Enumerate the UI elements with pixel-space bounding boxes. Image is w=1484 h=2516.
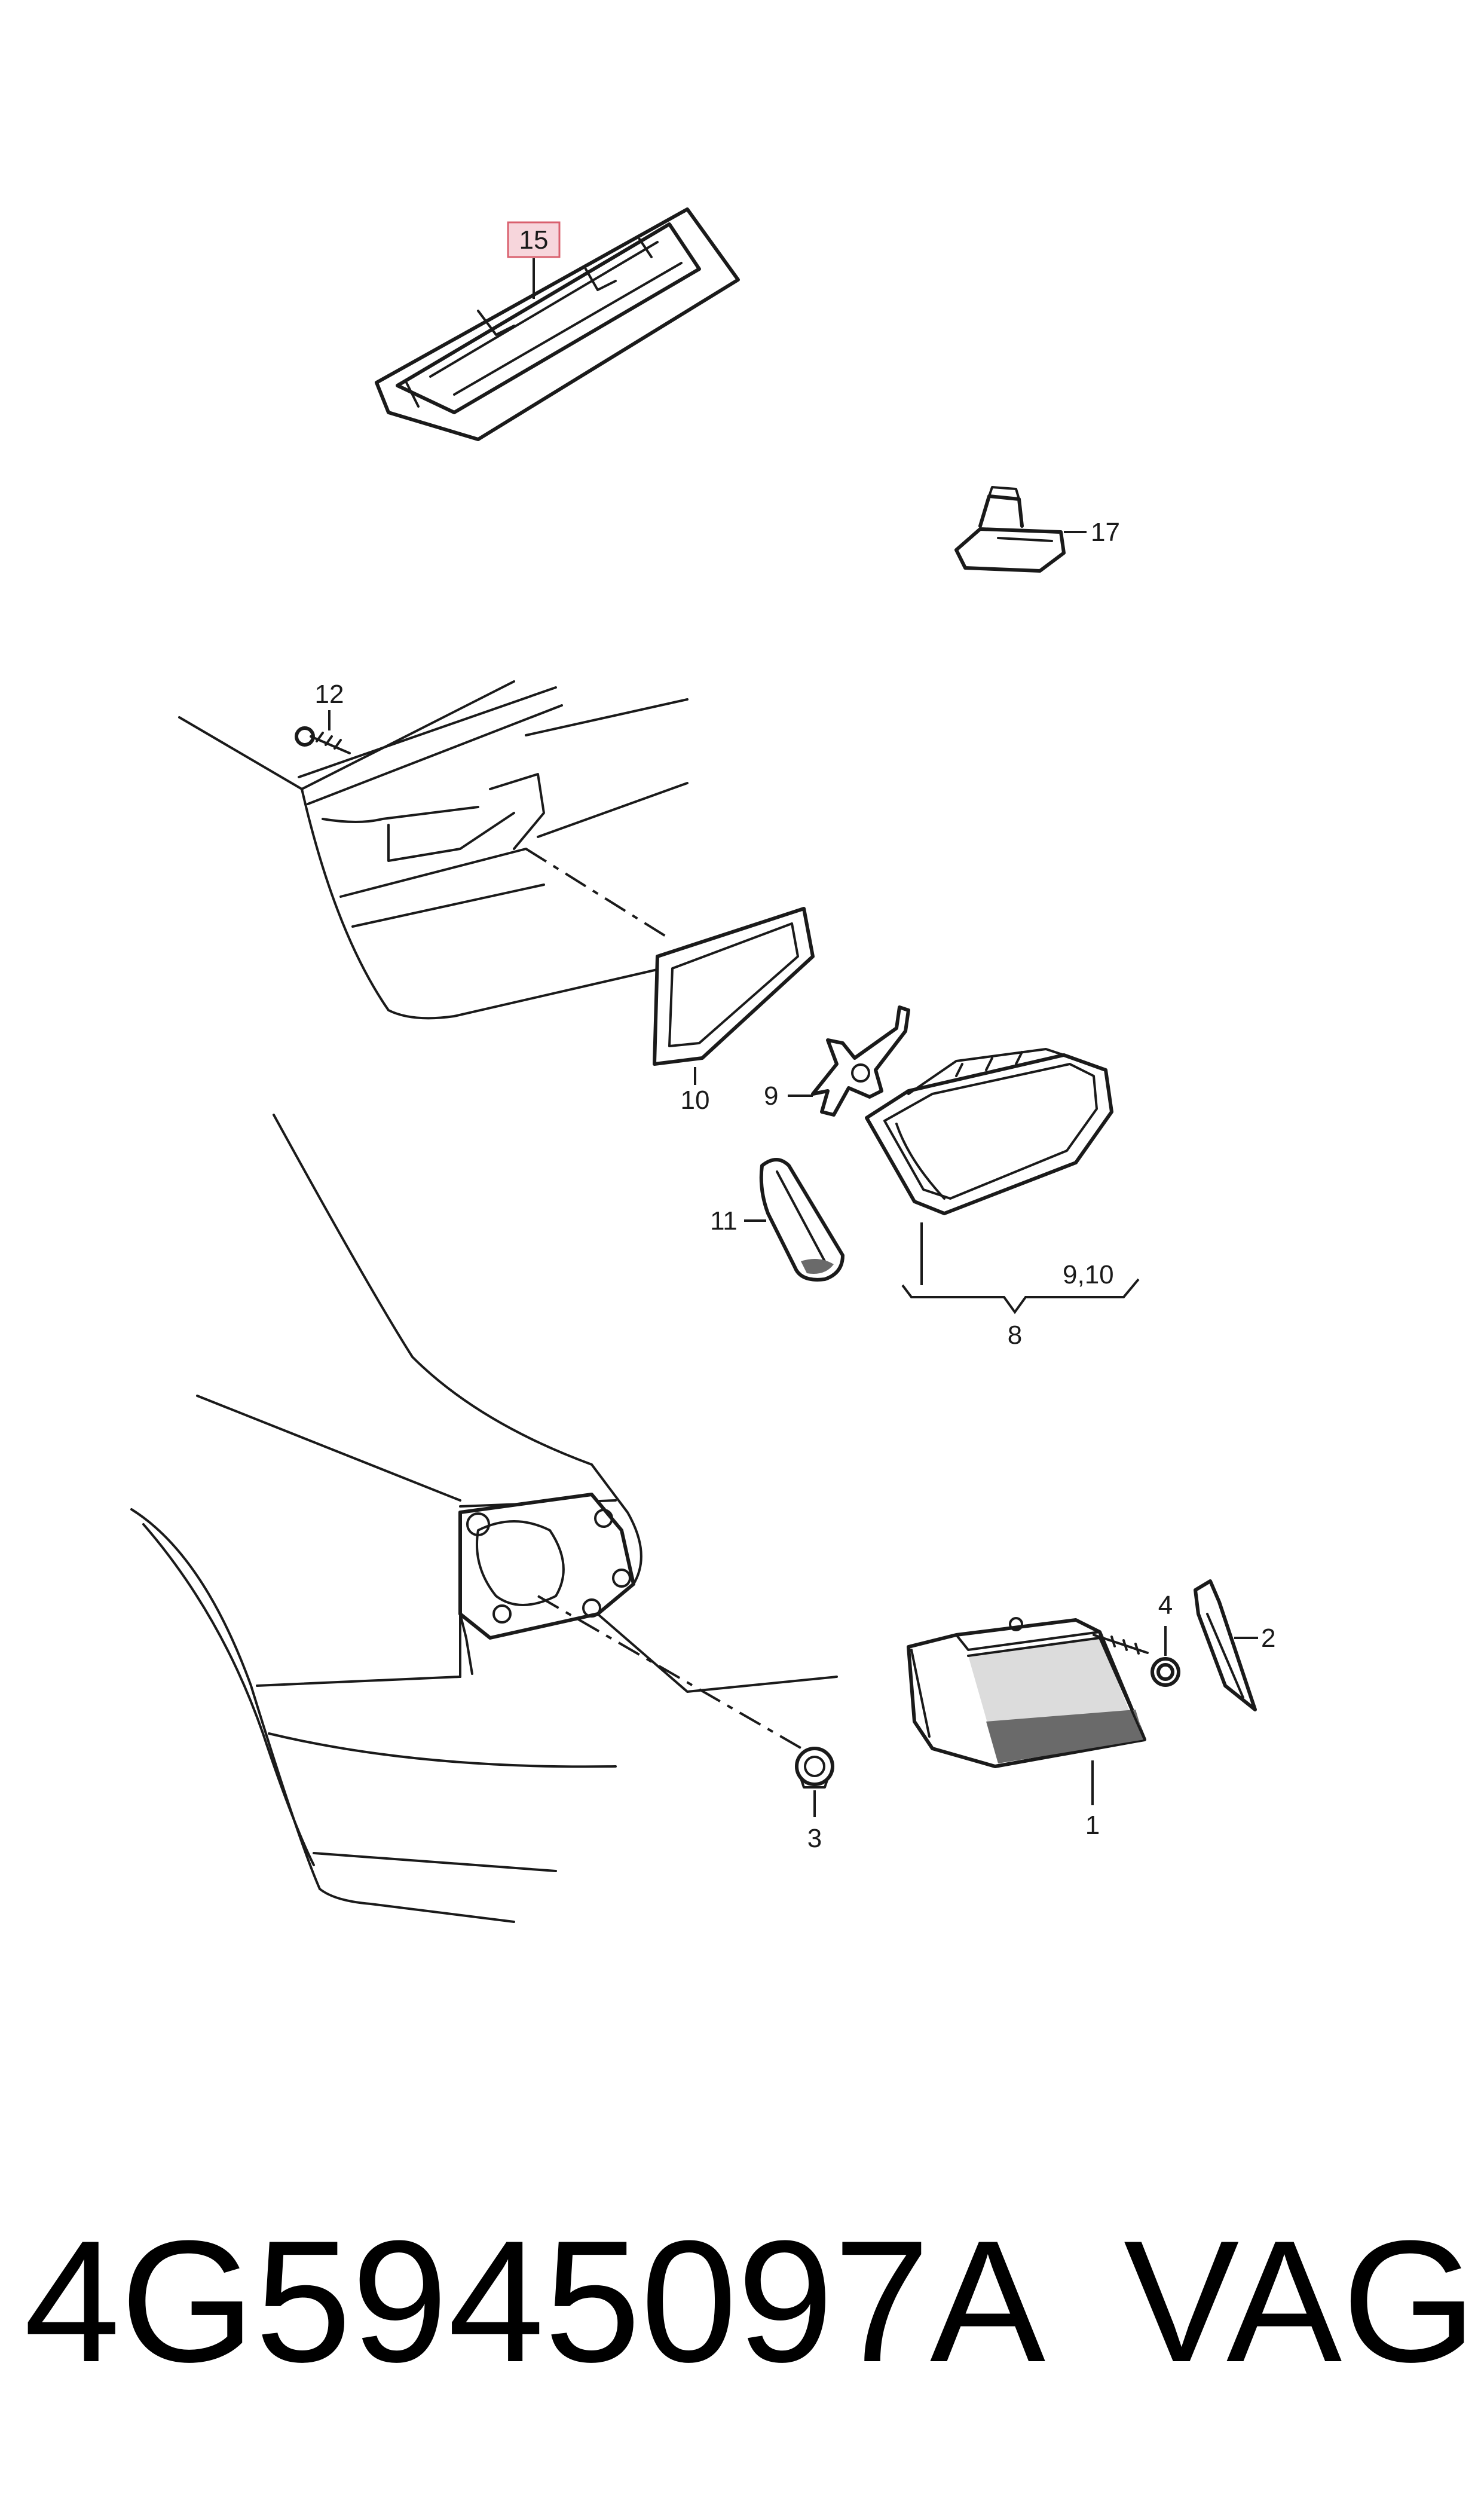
part-10-gasket	[653, 907, 815, 1066]
callout-9-10: 9,10	[1063, 1260, 1114, 1289]
callout-1: 1	[1085, 1811, 1100, 1840]
callout-15-highlight	[507, 221, 561, 258]
part-17-bulb-holder	[954, 486, 1066, 573]
leader-8	[901, 1222, 1140, 1314]
part-number: 4G5945097A	[24, 2205, 1047, 2398]
callout-2: 2	[1261, 1624, 1275, 1653]
callout-8: 8	[1008, 1320, 1022, 1350]
callout-4: 4	[1158, 1591, 1173, 1620]
tail-light-mount-recess	[458, 1493, 635, 1675]
part-15-brake-light-housing	[375, 207, 740, 441]
assembly-line-10	[525, 848, 671, 940]
callout-11: 11	[710, 1206, 738, 1236]
brand-name: VAG	[1124, 2205, 1477, 2398]
part-9-bracket	[811, 1005, 910, 1117]
callout-10: 10	[681, 1086, 710, 1115]
callout-17: 17	[1091, 518, 1120, 547]
part-11-trim-strip	[759, 1158, 844, 1282]
part-12-screw	[295, 726, 351, 754]
assembly-line-3	[537, 1595, 808, 1753]
callout-12: 12	[315, 680, 344, 709]
part-4-screw	[1093, 1631, 1180, 1687]
callout-9: 9	[764, 1081, 778, 1111]
part-2-seal	[1194, 1579, 1257, 1711]
part-8-inner-tail-light	[865, 1048, 1113, 1215]
part-3-grommet	[795, 1747, 834, 1789]
callout-15: 15	[519, 225, 549, 255]
callout-3: 3	[807, 1824, 822, 1853]
trunk-lid-body	[178, 680, 689, 1020]
